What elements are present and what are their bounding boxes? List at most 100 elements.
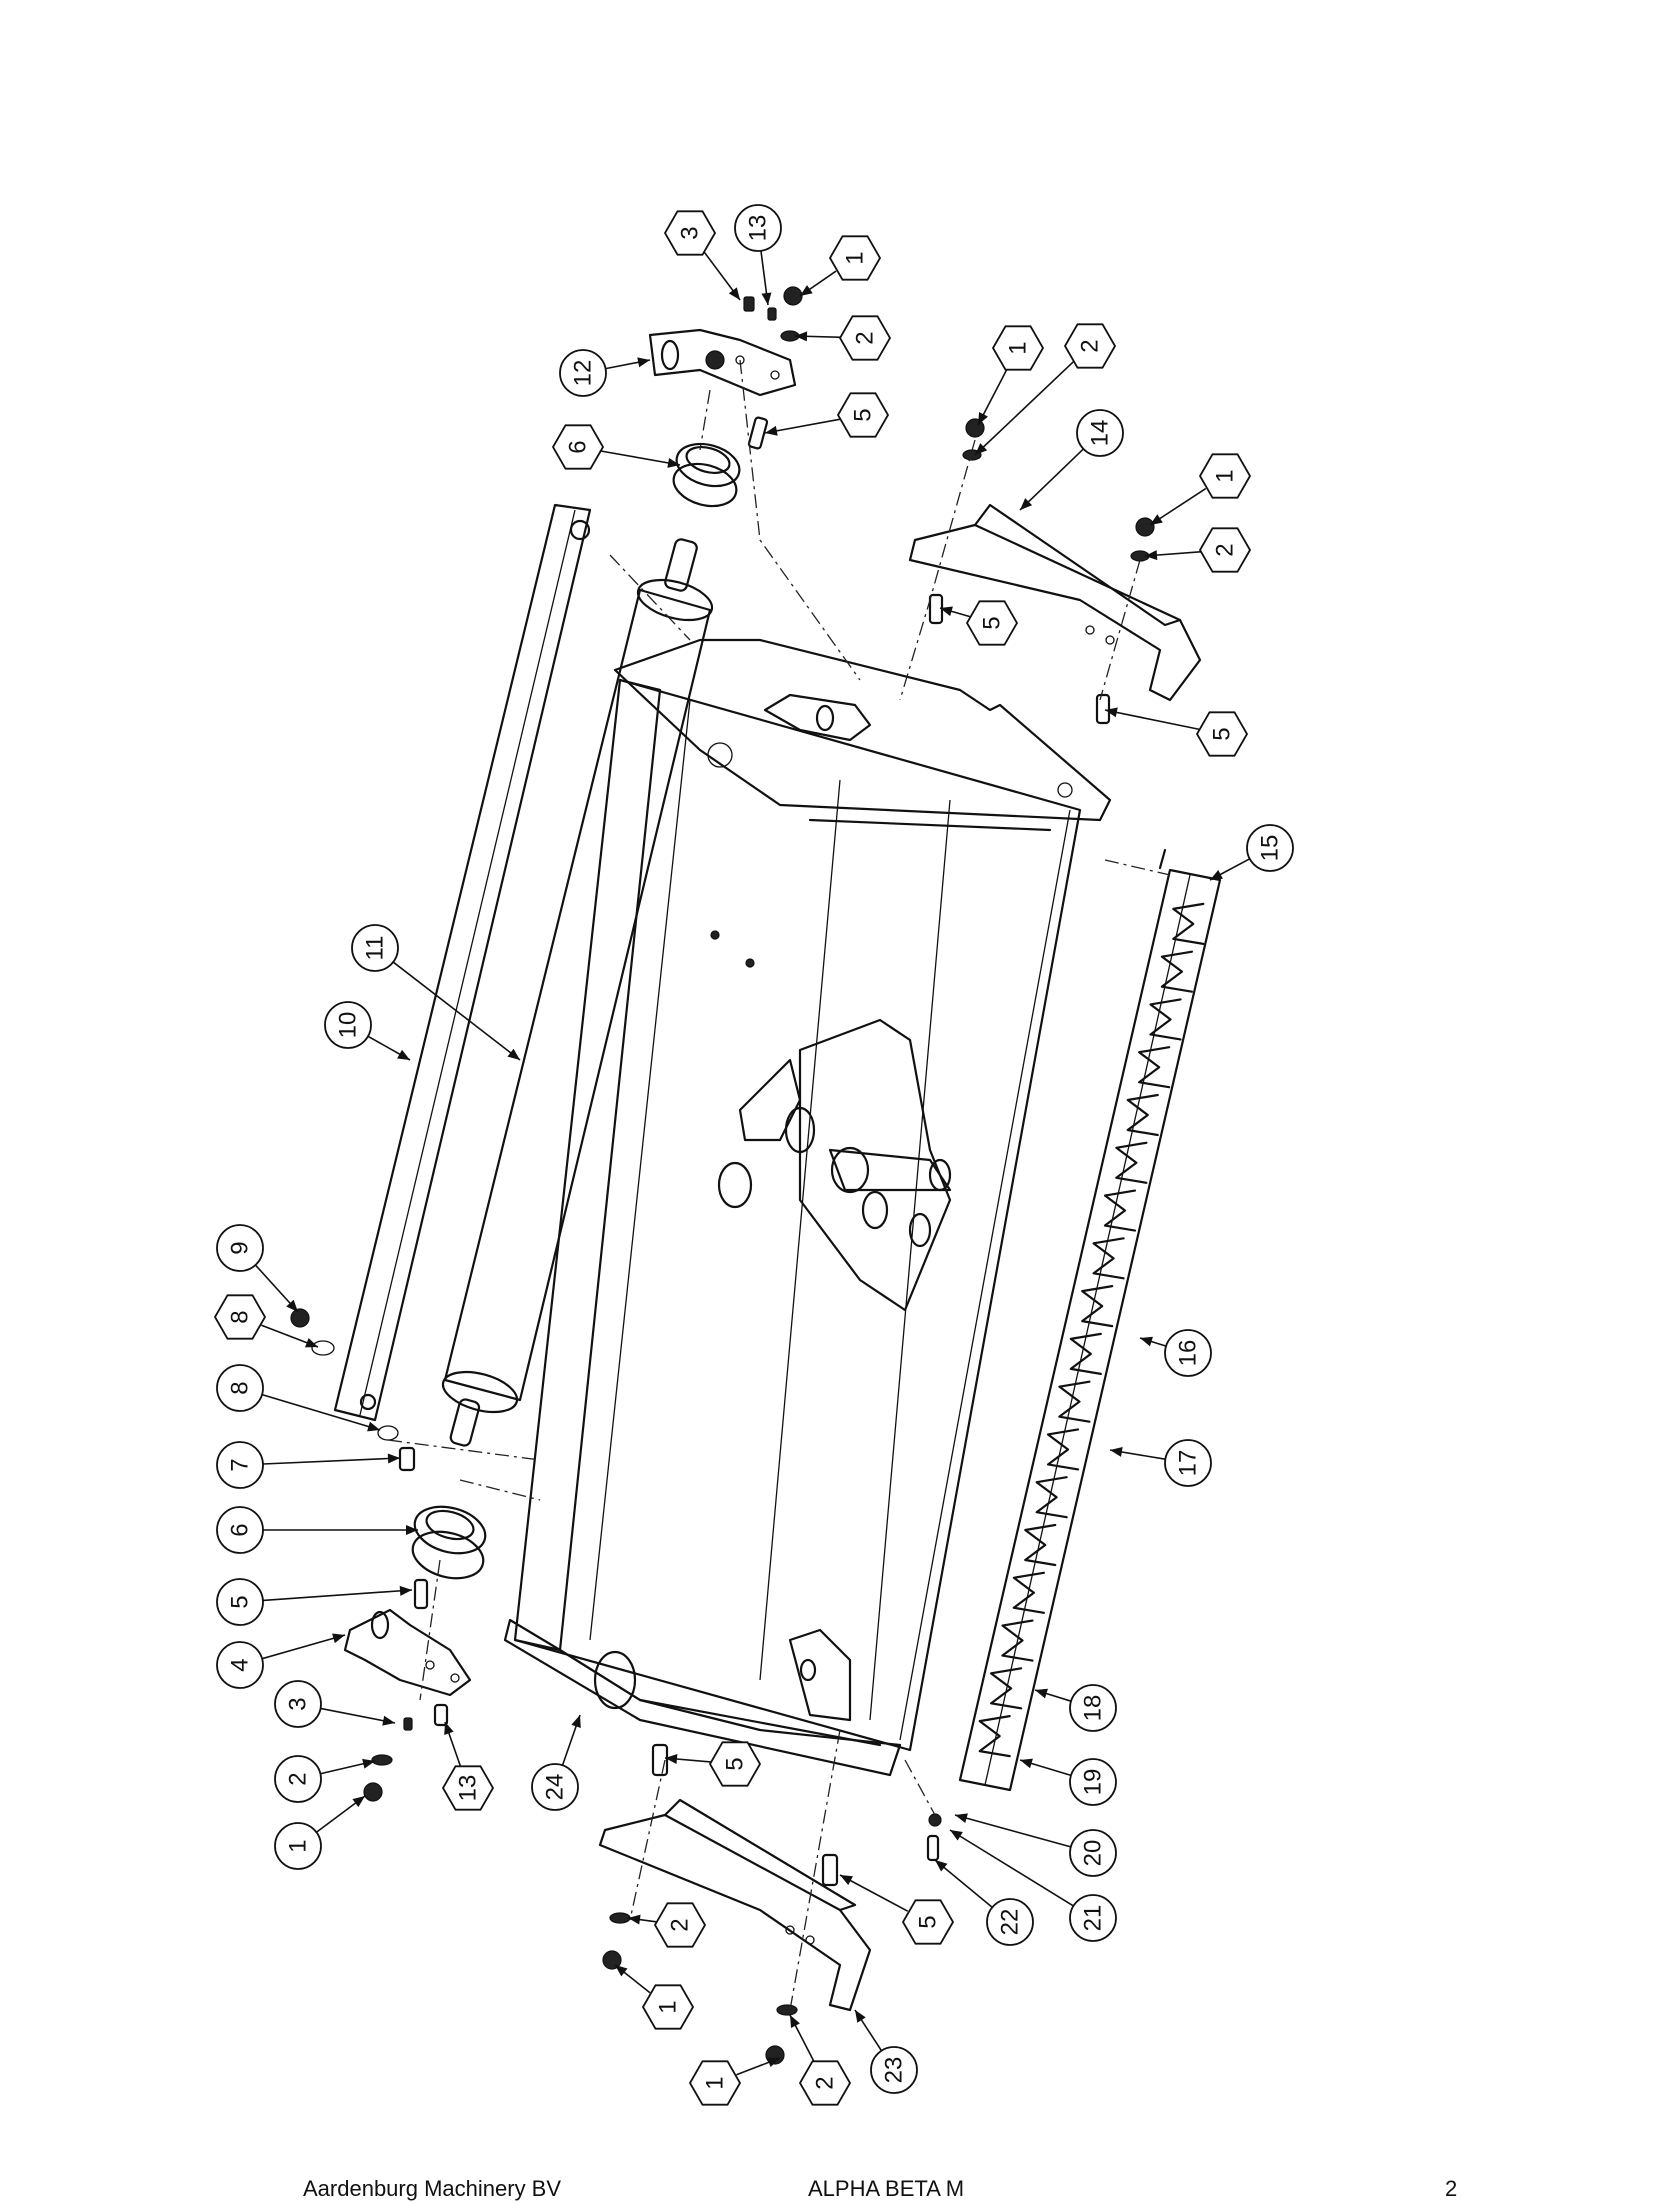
callout-balloon	[531, 1763, 579, 1811]
callout-16: 16	[1139, 1329, 1212, 1377]
callout-arrowhead	[637, 357, 650, 368]
callout-balloon	[836, 392, 890, 438]
callout-balloon	[324, 1001, 372, 1049]
callout-9: 9	[216, 1224, 299, 1313]
blade-bar	[958, 848, 1222, 1792]
callout-arrowhead	[332, 1633, 345, 1644]
callout-number: 5	[227, 1595, 254, 1608]
callout-12: 12	[559, 349, 651, 397]
callout-number: 13	[745, 215, 772, 242]
callout-balloon	[708, 1741, 762, 1787]
callout-2: 2	[974, 323, 1117, 456]
blade-segment	[1024, 1523, 1057, 1567]
blade-segment	[1160, 950, 1194, 993]
roller-tube	[441, 538, 714, 1447]
callout-balloon	[1069, 1684, 1117, 1732]
callout-number: 6	[565, 440, 592, 453]
callout-13: 13	[441, 1721, 495, 1811]
blade-segment	[1012, 1571, 1045, 1614]
callout-balloon	[991, 325, 1045, 371]
callout-balloon	[838, 315, 892, 361]
callout-balloon	[213, 1294, 267, 1340]
callout-number: 1	[1005, 341, 1032, 354]
callout-balloon	[551, 424, 605, 470]
callout-balloon	[734, 204, 782, 252]
callout-balloon	[1063, 323, 1117, 369]
callout-arrowhead	[840, 1875, 853, 1886]
callout-balloon	[663, 210, 717, 256]
callout-17: 17	[1109, 1439, 1212, 1487]
lower-bearing-plate	[343, 1608, 472, 1697]
callout-balloon	[1164, 1329, 1212, 1377]
callout-arrowhead	[362, 1758, 375, 1769]
callout-2: 2	[794, 315, 892, 361]
bottom-skid	[598, 1798, 872, 2012]
callout-1: 1	[977, 325, 1045, 426]
callout-23: 23	[854, 2009, 918, 2094]
callout-number: 24	[542, 1774, 569, 1801]
callout-number: 9	[227, 1241, 254, 1254]
callout-arrowhead	[1110, 1447, 1123, 1457]
callout-7: 7	[216, 1441, 401, 1489]
callout-arrowhead	[1210, 869, 1223, 880]
callout-19: 19	[1019, 1758, 1117, 1806]
callout-8: 8	[216, 1364, 381, 1432]
callout-8: 8	[213, 1294, 319, 1348]
callout-balloon	[965, 600, 1019, 646]
callout-number: 20	[1080, 1840, 1107, 1867]
callout-arrowhead	[1140, 1336, 1153, 1347]
blade-segment	[1138, 1046, 1171, 1089]
callout-balloon	[216, 1441, 264, 1489]
callout-number: 1	[285, 1839, 312, 1852]
callout-20: 20	[954, 1813, 1117, 1877]
callout-leader	[1104, 709, 1200, 731]
callout-arrowhead	[382, 1715, 395, 1726]
callout-arrowhead	[444, 1722, 454, 1735]
callout-arrowhead	[1105, 707, 1118, 718]
blade-segment	[1149, 998, 1182, 1041]
callout-number: 3	[677, 226, 704, 239]
callout-5: 5	[1104, 707, 1249, 757]
callout-number: 1	[702, 2076, 729, 2089]
blade-segment	[989, 1667, 1023, 1710]
callout-number: 12	[570, 360, 597, 387]
blade-segments	[978, 902, 1205, 1758]
blade-segment	[1103, 1189, 1137, 1232]
callout-14: 14	[1019, 409, 1124, 511]
callout-number: 18	[1080, 1695, 1107, 1722]
callout-arrowhead	[800, 285, 813, 296]
callout-number: 5	[979, 616, 1006, 629]
callout-balloon	[986, 1898, 1034, 1946]
blade-segment	[1058, 1380, 1091, 1423]
callout-balloon	[1076, 409, 1124, 457]
callout-11: 11	[351, 924, 521, 1061]
callout-balloon	[1069, 1758, 1117, 1806]
callout-leader	[392, 961, 521, 1061]
callout-arrowhead	[978, 412, 988, 425]
callout-arrowhead	[855, 2010, 866, 2023]
callout-balloon	[216, 1578, 264, 1626]
callout-arrowhead	[387, 1453, 400, 1464]
callout-1: 1	[614, 1964, 695, 2030]
callout-number: 13	[455, 1775, 482, 1802]
callout-1: 1	[688, 2057, 781, 2106]
callout-13: 13	[734, 204, 782, 306]
callout-leader	[1019, 448, 1084, 511]
callout-arrowhead	[950, 1830, 963, 1841]
callout-balloon	[688, 2060, 742, 2106]
assembly-lines	[387, 359, 1171, 2011]
callout-leader	[261, 1393, 381, 1431]
callout-number: 5	[850, 408, 877, 421]
callout-22: 22	[934, 1859, 1034, 1946]
callout-5: 5	[664, 1741, 762, 1787]
blade-segment	[1115, 1141, 1148, 1184]
callout-balloon	[216, 1364, 264, 1412]
callout-number: 1	[655, 2000, 682, 2013]
callout-number: 1	[842, 251, 869, 264]
callout-2: 2	[1144, 527, 1252, 573]
callout-balloon	[901, 1899, 955, 1945]
callout-balloon	[870, 2046, 918, 2094]
callout-15: 15	[1209, 824, 1294, 881]
callout-1: 1	[274, 1795, 366, 1870]
